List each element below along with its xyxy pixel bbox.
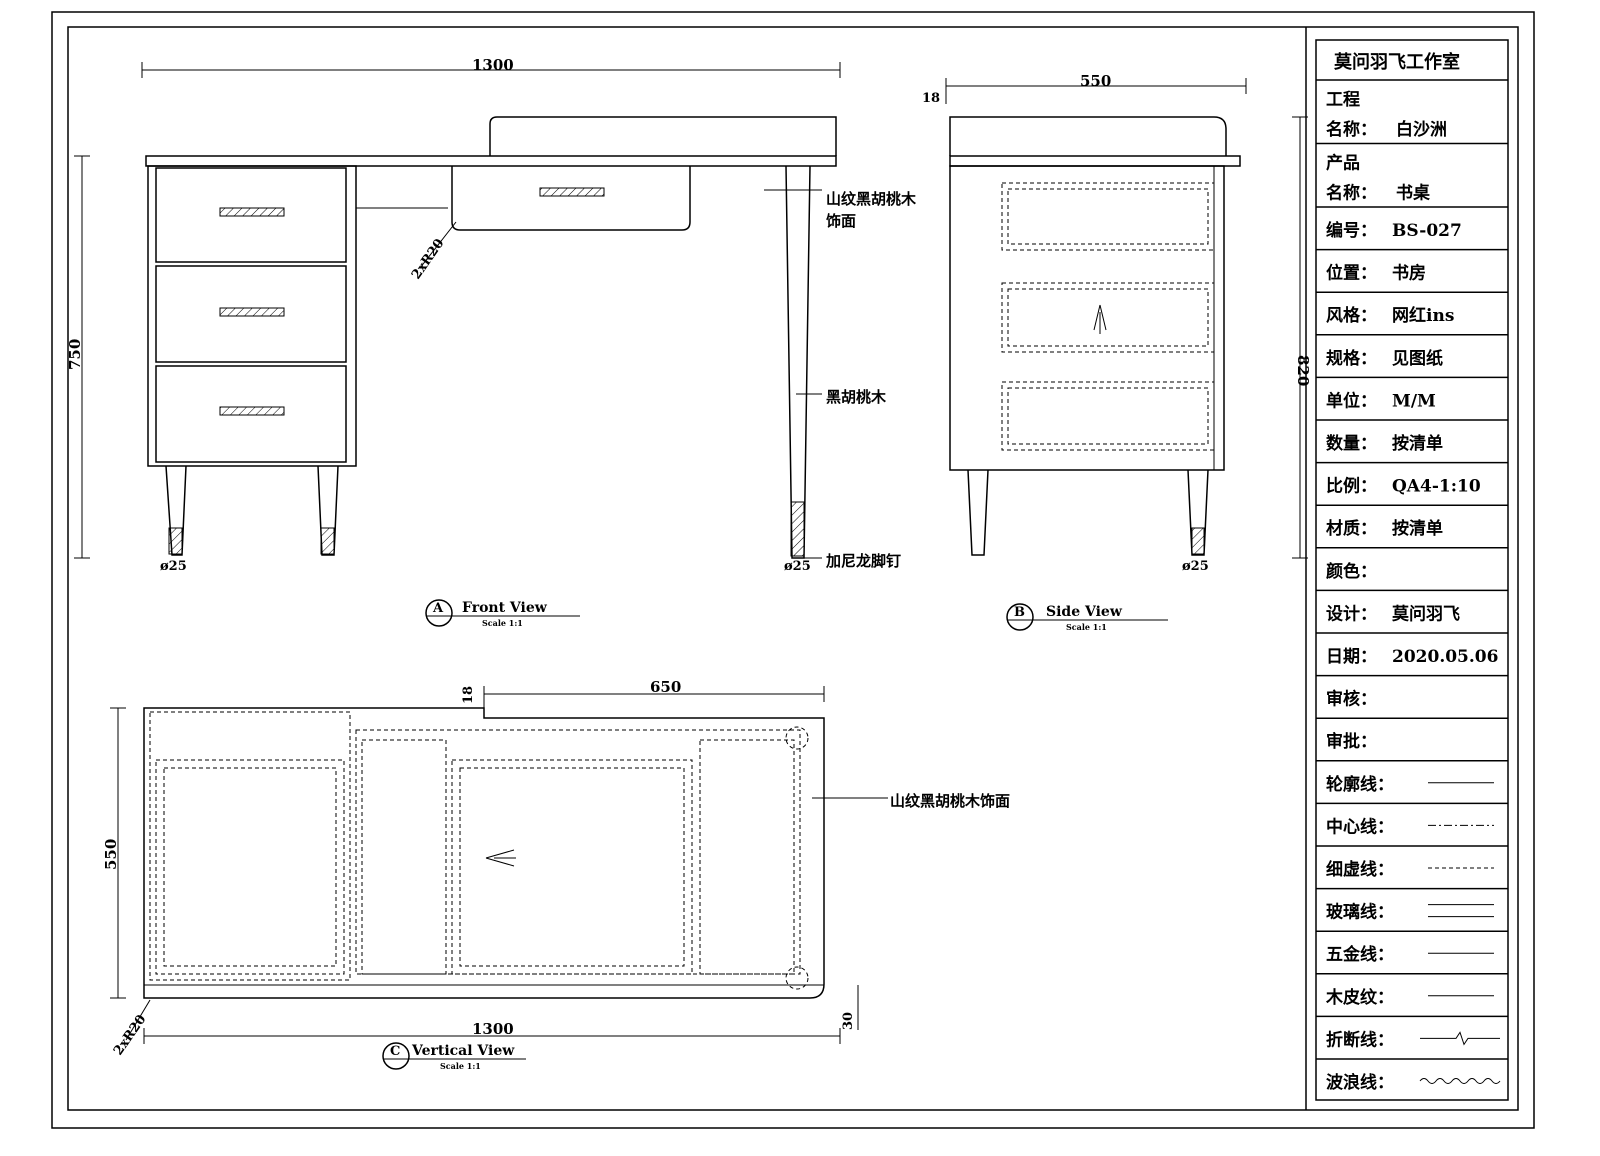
legend-label: 中心线： (1326, 816, 1394, 837)
title-row-label: 颜色： (1326, 561, 1377, 582)
svg-text:C: C (390, 1044, 400, 1059)
title-row-value: QA4-1:10 (1392, 477, 1481, 497)
plan-dim-thick: 18 (461, 686, 476, 704)
title-row-label: 工程 (1326, 90, 1360, 110)
front-view (74, 62, 841, 559)
legend-label: 轮廓线： (1326, 774, 1394, 795)
title-block: 莫问羽飞工作室 工程名称：白沙洲产品名称：书桌编号：BS-027位置：书房风格：… (1315, 39, 1509, 1101)
drawer-handle-icon (219, 307, 285, 317)
svg-text:Vertical View: Vertical View (411, 1043, 515, 1059)
title-row-value: 按清单 (1392, 433, 1443, 454)
studio-name: 莫问羽飞工作室 (1333, 51, 1460, 73)
title-row-value: 2020.05.06 (1392, 647, 1498, 667)
grain-arrow-icon (485, 849, 516, 867)
title-row-value: 莫问羽飞 (1391, 603, 1460, 624)
inner-border (67, 26, 1519, 1111)
title-row-label: 编号： (1326, 220, 1377, 241)
plan-view (110, 686, 888, 1044)
legend-label: 波浪线： (1326, 1072, 1394, 1093)
front-dim-width: 1300 (472, 56, 514, 74)
legend-label: 玻璃线： (1326, 902, 1394, 923)
title-row-label: 规格： (1326, 348, 1377, 369)
svg-text:A: A (432, 601, 444, 616)
line-type-sample-icon (1419, 1078, 1501, 1084)
title-row-label: 名称： (1326, 119, 1377, 140)
title-row-label: 产品 (1326, 153, 1360, 174)
title-row-label: 审批： (1326, 731, 1377, 752)
title-row-label: 材质： (1326, 518, 1377, 539)
title-row-value: 按清单 (1392, 518, 1443, 539)
title-row-label: 单位： (1326, 390, 1377, 411)
legend-label: 木皮纹： (1325, 987, 1394, 1008)
title-row-label: 审核： (1326, 689, 1377, 710)
side-foot-dia: ø25 (1182, 559, 1209, 574)
side-dim-thick: 18 (922, 91, 940, 106)
title-row-value: 书桌 (1396, 184, 1431, 204)
svg-text:B: B (1014, 605, 1025, 620)
svg-text:Side View: Side View (1046, 604, 1123, 620)
plan-dim-depth: 550 (102, 839, 120, 870)
note-veneer-line1: 山纹黑胡桃木 (826, 190, 917, 208)
front-view-label: A Front View Scale 1:1 (425, 599, 580, 628)
legend-label: 五金线： (1326, 944, 1394, 965)
line-type-sample-icon (1420, 1031, 1500, 1046)
front-dim-height: 750 (66, 339, 84, 370)
plan-dim-edge: 30 (841, 1012, 856, 1030)
plan-view-label: C Vertical View Scale 1:1 (382, 1042, 526, 1071)
legend-label: 折断线： (1326, 1029, 1394, 1050)
title-row-label: 名称： (1326, 183, 1377, 204)
title-row-value: 白沙洲 (1396, 119, 1447, 140)
drawer-handle-icon (219, 207, 285, 217)
front-foot-dia-right: ø25 (784, 559, 811, 574)
note-foot: 加尼龙脚钉 (825, 552, 901, 570)
title-row-value: 网红ins (1392, 305, 1454, 326)
drawer-handle-icon (219, 406, 285, 416)
plan-dim-width: 1300 (472, 1020, 514, 1038)
title-row-value: BS-027 (1392, 221, 1462, 241)
plan-dim-drawer: 650 (650, 678, 681, 696)
front-dim-radius: 2xR20 (409, 236, 448, 282)
side-dim-width: 550 (1080, 72, 1111, 90)
title-row-label: 设计： (1326, 603, 1377, 624)
svg-text:Scale 1:1: Scale 1:1 (440, 1061, 481, 1071)
front-foot-dia-left: ø25 (160, 559, 187, 574)
title-row-label: 比例： (1326, 476, 1377, 497)
side-view (945, 78, 1308, 559)
svg-text:Scale 1:1: Scale 1:1 (1066, 622, 1107, 632)
plan-note-veneer: 山纹黑胡桃木饰面 (890, 792, 1010, 810)
line-type-sample-icon (1428, 904, 1494, 918)
outer-border (51, 11, 1535, 1129)
title-row-value: 见图纸 (1392, 348, 1443, 369)
grain-arrow-icon (1093, 304, 1107, 334)
side-view-label: B Side View Scale 1:1 (1006, 603, 1168, 632)
title-row-label: 日期： (1326, 647, 1377, 667)
note-wood: 黑胡桃木 (826, 388, 887, 406)
svg-text:Scale 1:1: Scale 1:1 (482, 618, 523, 628)
title-row-label: 数量： (1326, 433, 1377, 454)
side-dim-height: 820 (1294, 355, 1312, 386)
title-row-value: 书房 (1392, 263, 1426, 284)
svg-text:Front View: Front View (462, 600, 548, 616)
title-row-label: 位置： (1326, 263, 1377, 284)
legend-label: 细虚线： (1326, 859, 1394, 880)
title-row-value: M/M (1392, 391, 1436, 411)
note-veneer-line2: 饰面 (826, 212, 856, 230)
title-row-label: 风格： (1326, 305, 1377, 326)
drawer-handle-icon (539, 187, 605, 197)
